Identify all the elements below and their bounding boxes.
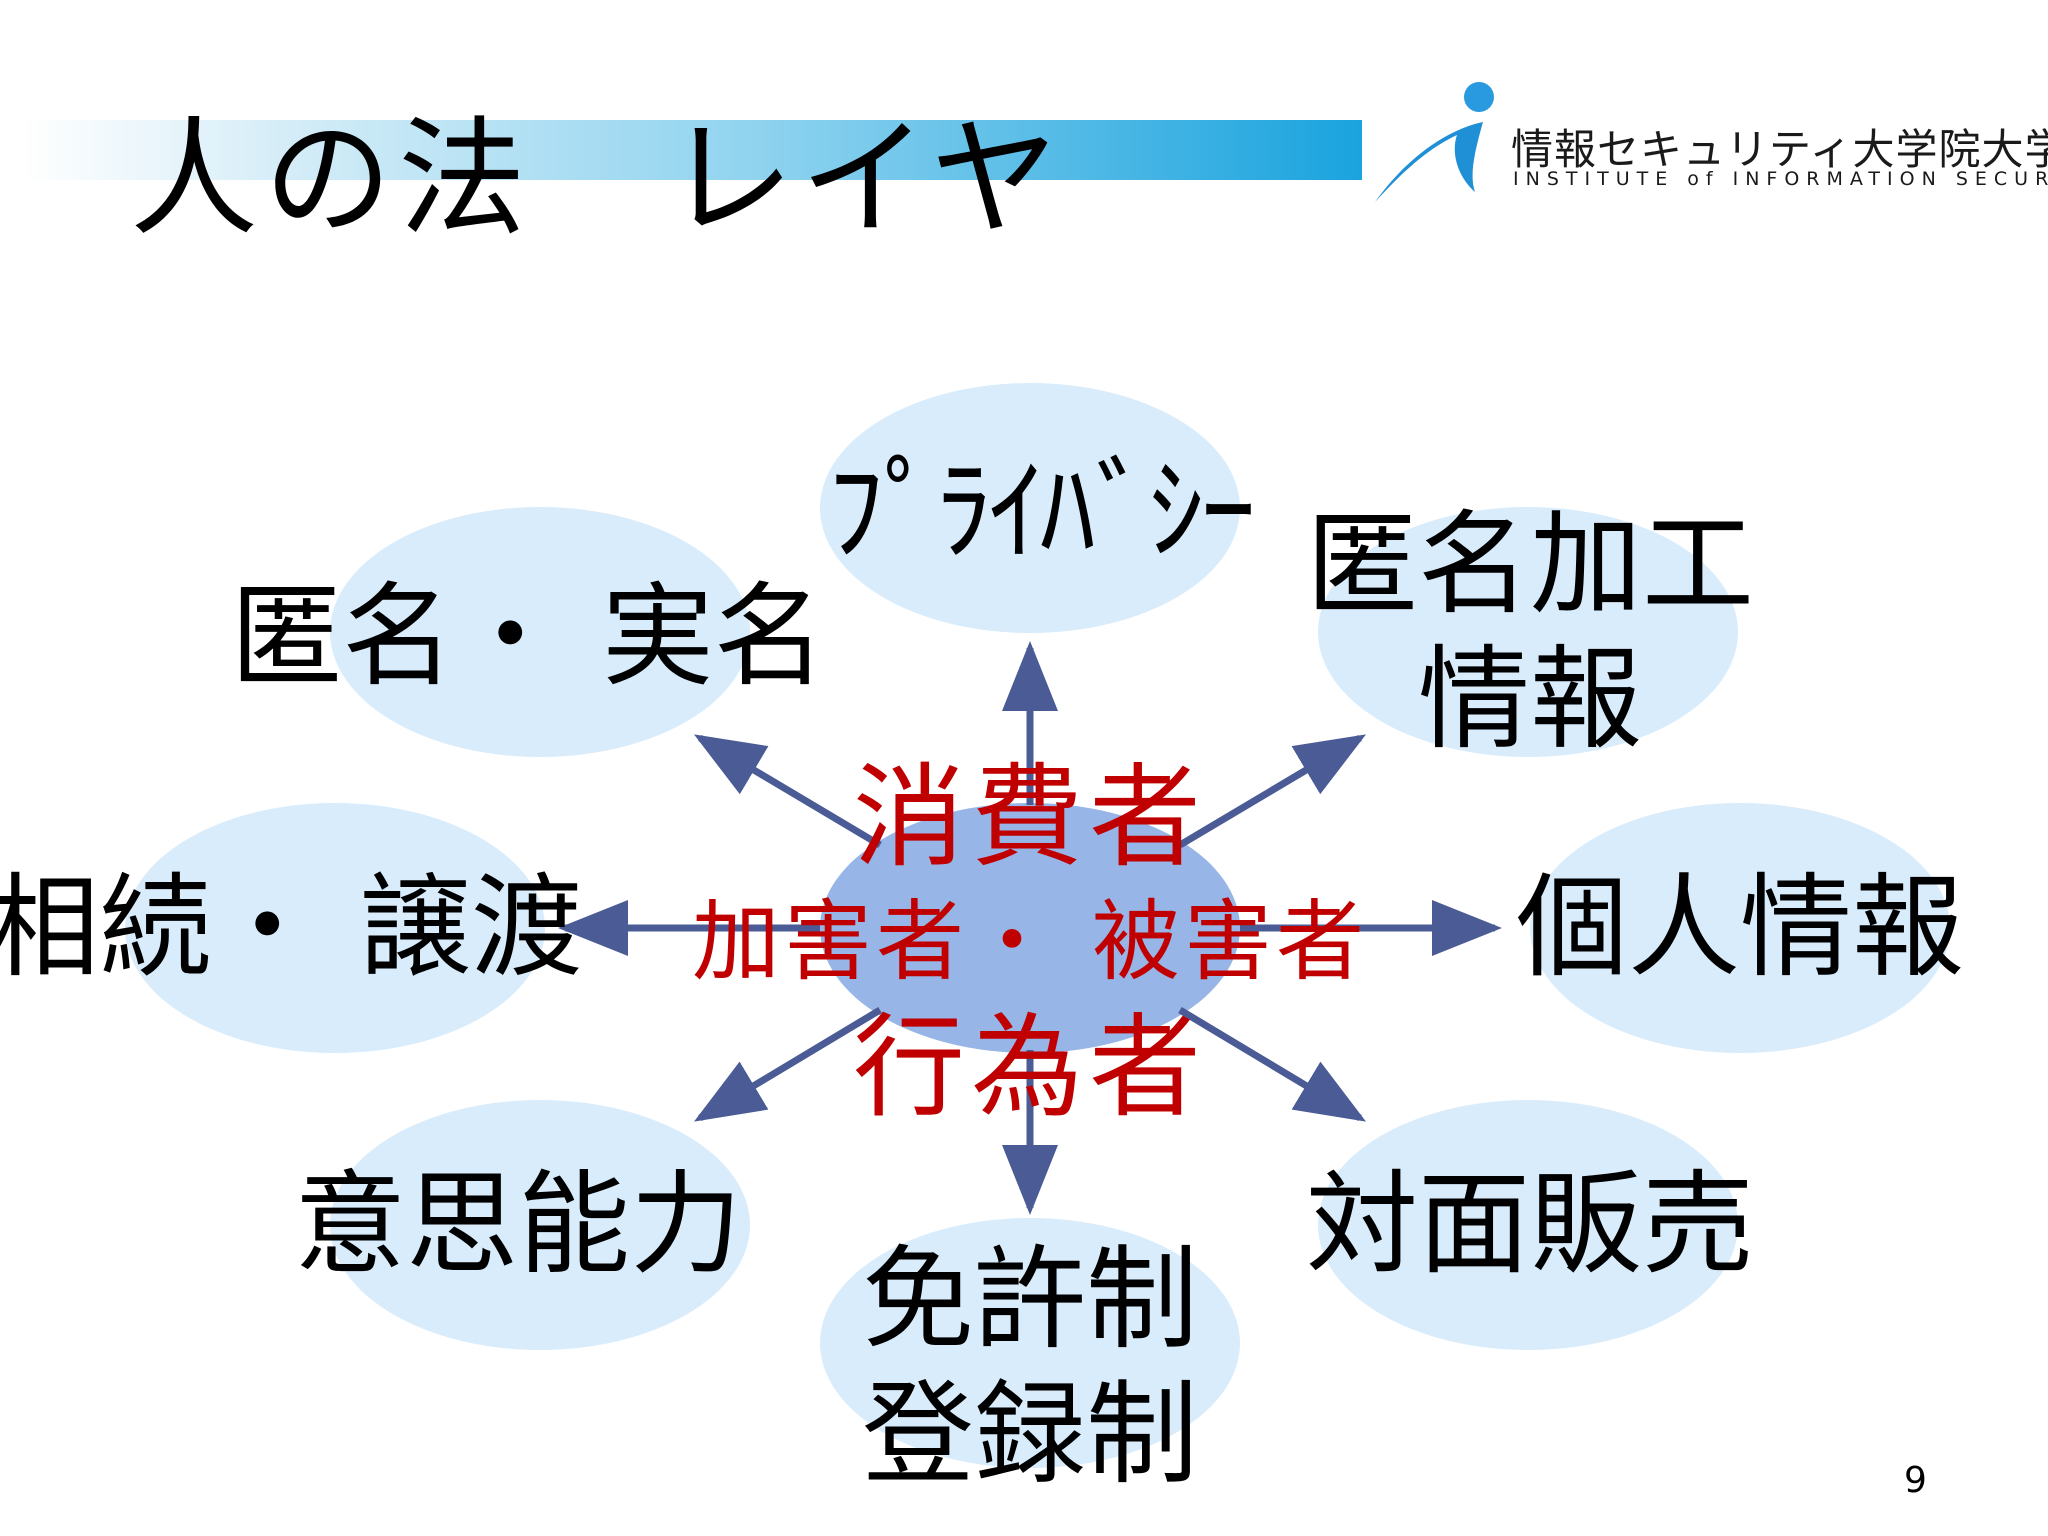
- node-label-anonymity: 匿名・ 実名: [230, 572, 826, 702]
- page-number: 9: [1904, 1460, 1927, 1501]
- center-label-perpetrator-victim: 加害者・ 被害者: [692, 890, 1368, 993]
- node-ellipse-inheritance: [125, 803, 545, 1053]
- center-label-consumer: 消費者: [853, 753, 1207, 883]
- node-label-privacy: ﾌﾟﾗｲﾊﾞｼｰ: [828, 447, 1256, 577]
- logo-name-jp: 情報セキュリティ大学院大学: [1511, 125, 2048, 174]
- arrow-to-face-to-face: [1178, 1006, 1367, 1122]
- node-label-personal-info: 個人情報: [1516, 863, 1964, 993]
- arrow-to-capacity: [693, 1006, 882, 1122]
- institute-logo: 情報セキュリティ大学院大学 INSTITUTE of INFORMATION S…: [1365, 80, 2048, 210]
- logo-swoosh-icon: [1375, 82, 1494, 202]
- arrow-to-anonymized-info: [1178, 734, 1367, 849]
- center-ellipse: [820, 803, 1240, 1053]
- center-label-actor: 行為者: [853, 1003, 1207, 1133]
- node-label-capacity: 意思能力: [294, 1160, 742, 1290]
- arrow-to-anonymity: [693, 734, 882, 849]
- node-label-anonymized-info-line2: 情報: [1418, 635, 1642, 765]
- arrows: [558, 641, 1502, 1215]
- node-ellipse-personal-info: [1530, 803, 1950, 1053]
- node-ellipse-anonymity: [330, 507, 750, 757]
- node-label-registration: 登録制: [862, 1370, 1198, 1500]
- node-label-inheritance: 相続・ 譲渡: [0, 863, 583, 993]
- node-ellipse-anonymized-info: [1318, 507, 1738, 757]
- node-label-anonymized-info-line1: 匿名加工: [1306, 500, 1754, 630]
- header-gradient-bar: [22, 120, 1362, 180]
- node-label-license: 免許制: [862, 1235, 1198, 1365]
- slide-title: 人の法 レイヤ: [130, 105, 1065, 254]
- node-ellipse-privacy: [820, 383, 1240, 633]
- node-ellipse-capacity: [330, 1100, 750, 1350]
- logo-name-en: INSTITUTE of INFORMATION SECURITY: [1513, 168, 2048, 190]
- node-label-face-to-face: 対面販売: [1306, 1160, 1754, 1290]
- node-ellipse-license: [820, 1218, 1240, 1468]
- node-ellipse-face-to-face: [1318, 1100, 1738, 1350]
